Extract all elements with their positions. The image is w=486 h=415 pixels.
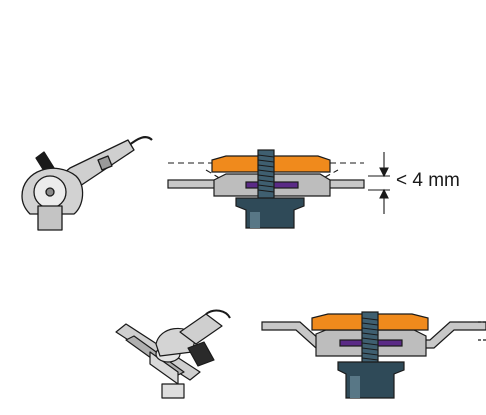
dimension-marker (368, 152, 390, 214)
gap-measurement-label: < 4 mm (396, 170, 460, 191)
angle-grinder-icon (21, 136, 153, 231)
flat-disc-section (167, 149, 390, 229)
angle-grinder-on-rail-icon (115, 309, 231, 399)
depressed-center-disc-section (261, 311, 486, 399)
spindle-nut (337, 361, 405, 399)
spindle-nut (235, 197, 305, 229)
